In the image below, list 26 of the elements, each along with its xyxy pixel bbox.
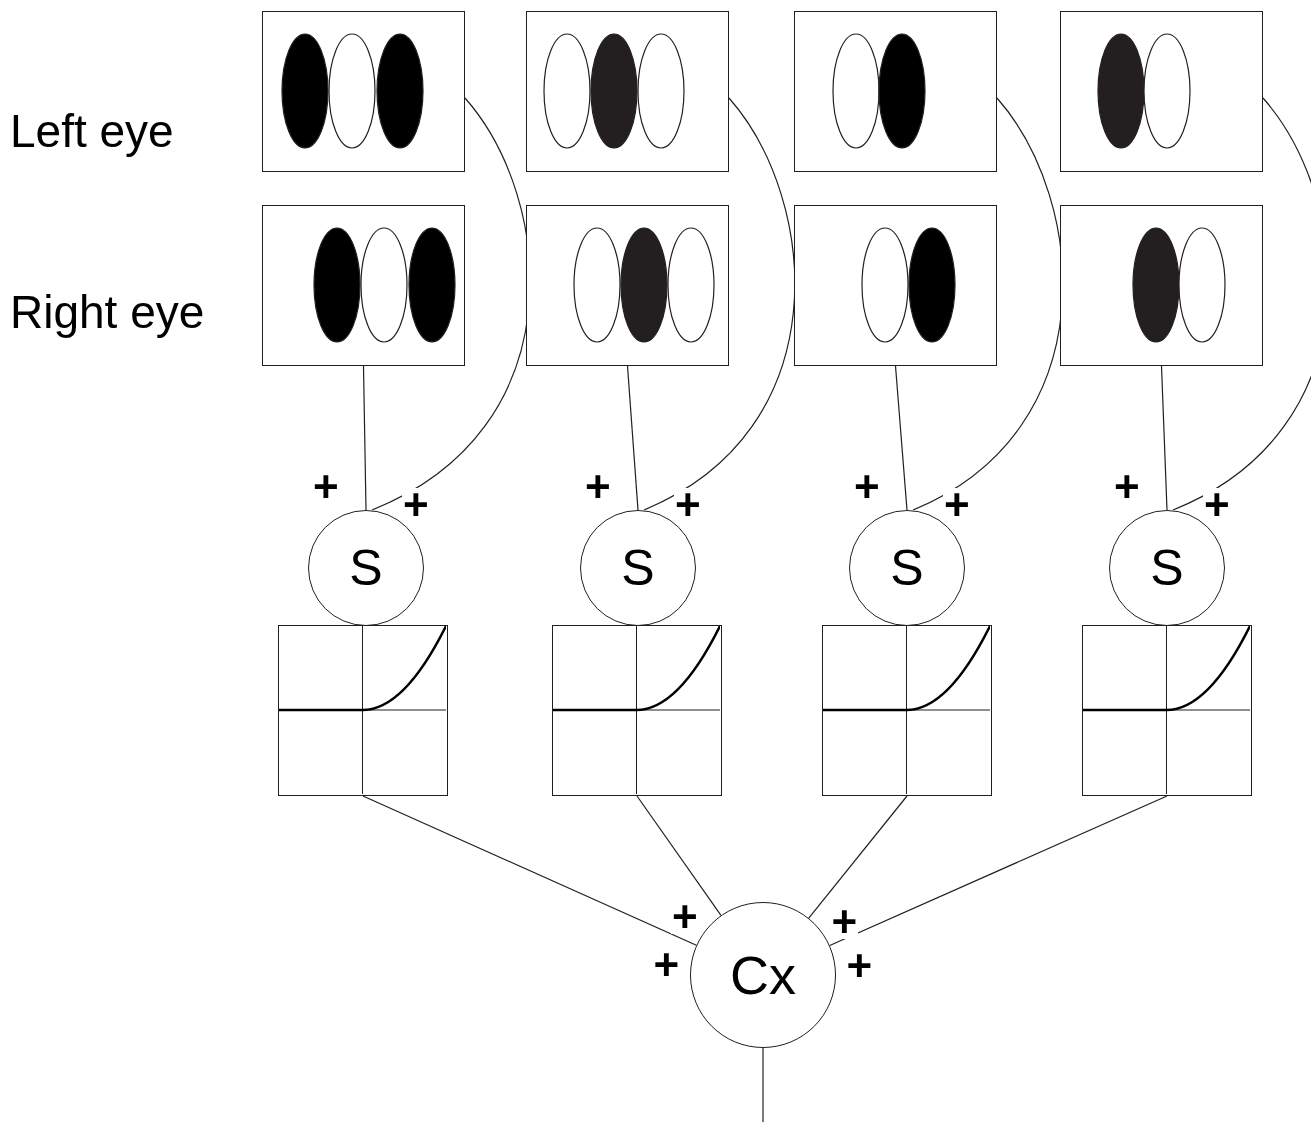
node-label: S — [621, 539, 655, 597]
receptive-field-panel — [794, 205, 997, 366]
receptive-field-panel — [526, 11, 729, 172]
receptive-field-panel — [526, 205, 729, 366]
connector-line — [1172, 97, 1311, 511]
connector-line — [808, 795, 908, 919]
receptive-field-panel — [794, 11, 997, 172]
connector-line — [362, 365, 367, 511]
connector-line — [762, 1047, 764, 1122]
node-label: S — [1150, 539, 1184, 597]
node-label: S — [890, 539, 924, 597]
connector-line — [626, 365, 639, 511]
connector-line — [636, 795, 722, 916]
connector-line — [643, 97, 796, 511]
receptive-field-panel — [1060, 205, 1263, 366]
row-label: Right eye — [10, 285, 205, 339]
connector-line — [1160, 365, 1168, 511]
connector-line — [894, 365, 908, 511]
row-label: Left eye — [10, 104, 174, 158]
receptive-field-panel — [1060, 11, 1263, 172]
receptive-field-panel — [262, 205, 465, 366]
connector-line — [362, 795, 697, 946]
node-label: S — [349, 539, 383, 597]
receptive-field-panel — [262, 11, 465, 172]
node-label: Cx — [730, 944, 796, 1006]
connector-line — [829, 795, 1168, 947]
